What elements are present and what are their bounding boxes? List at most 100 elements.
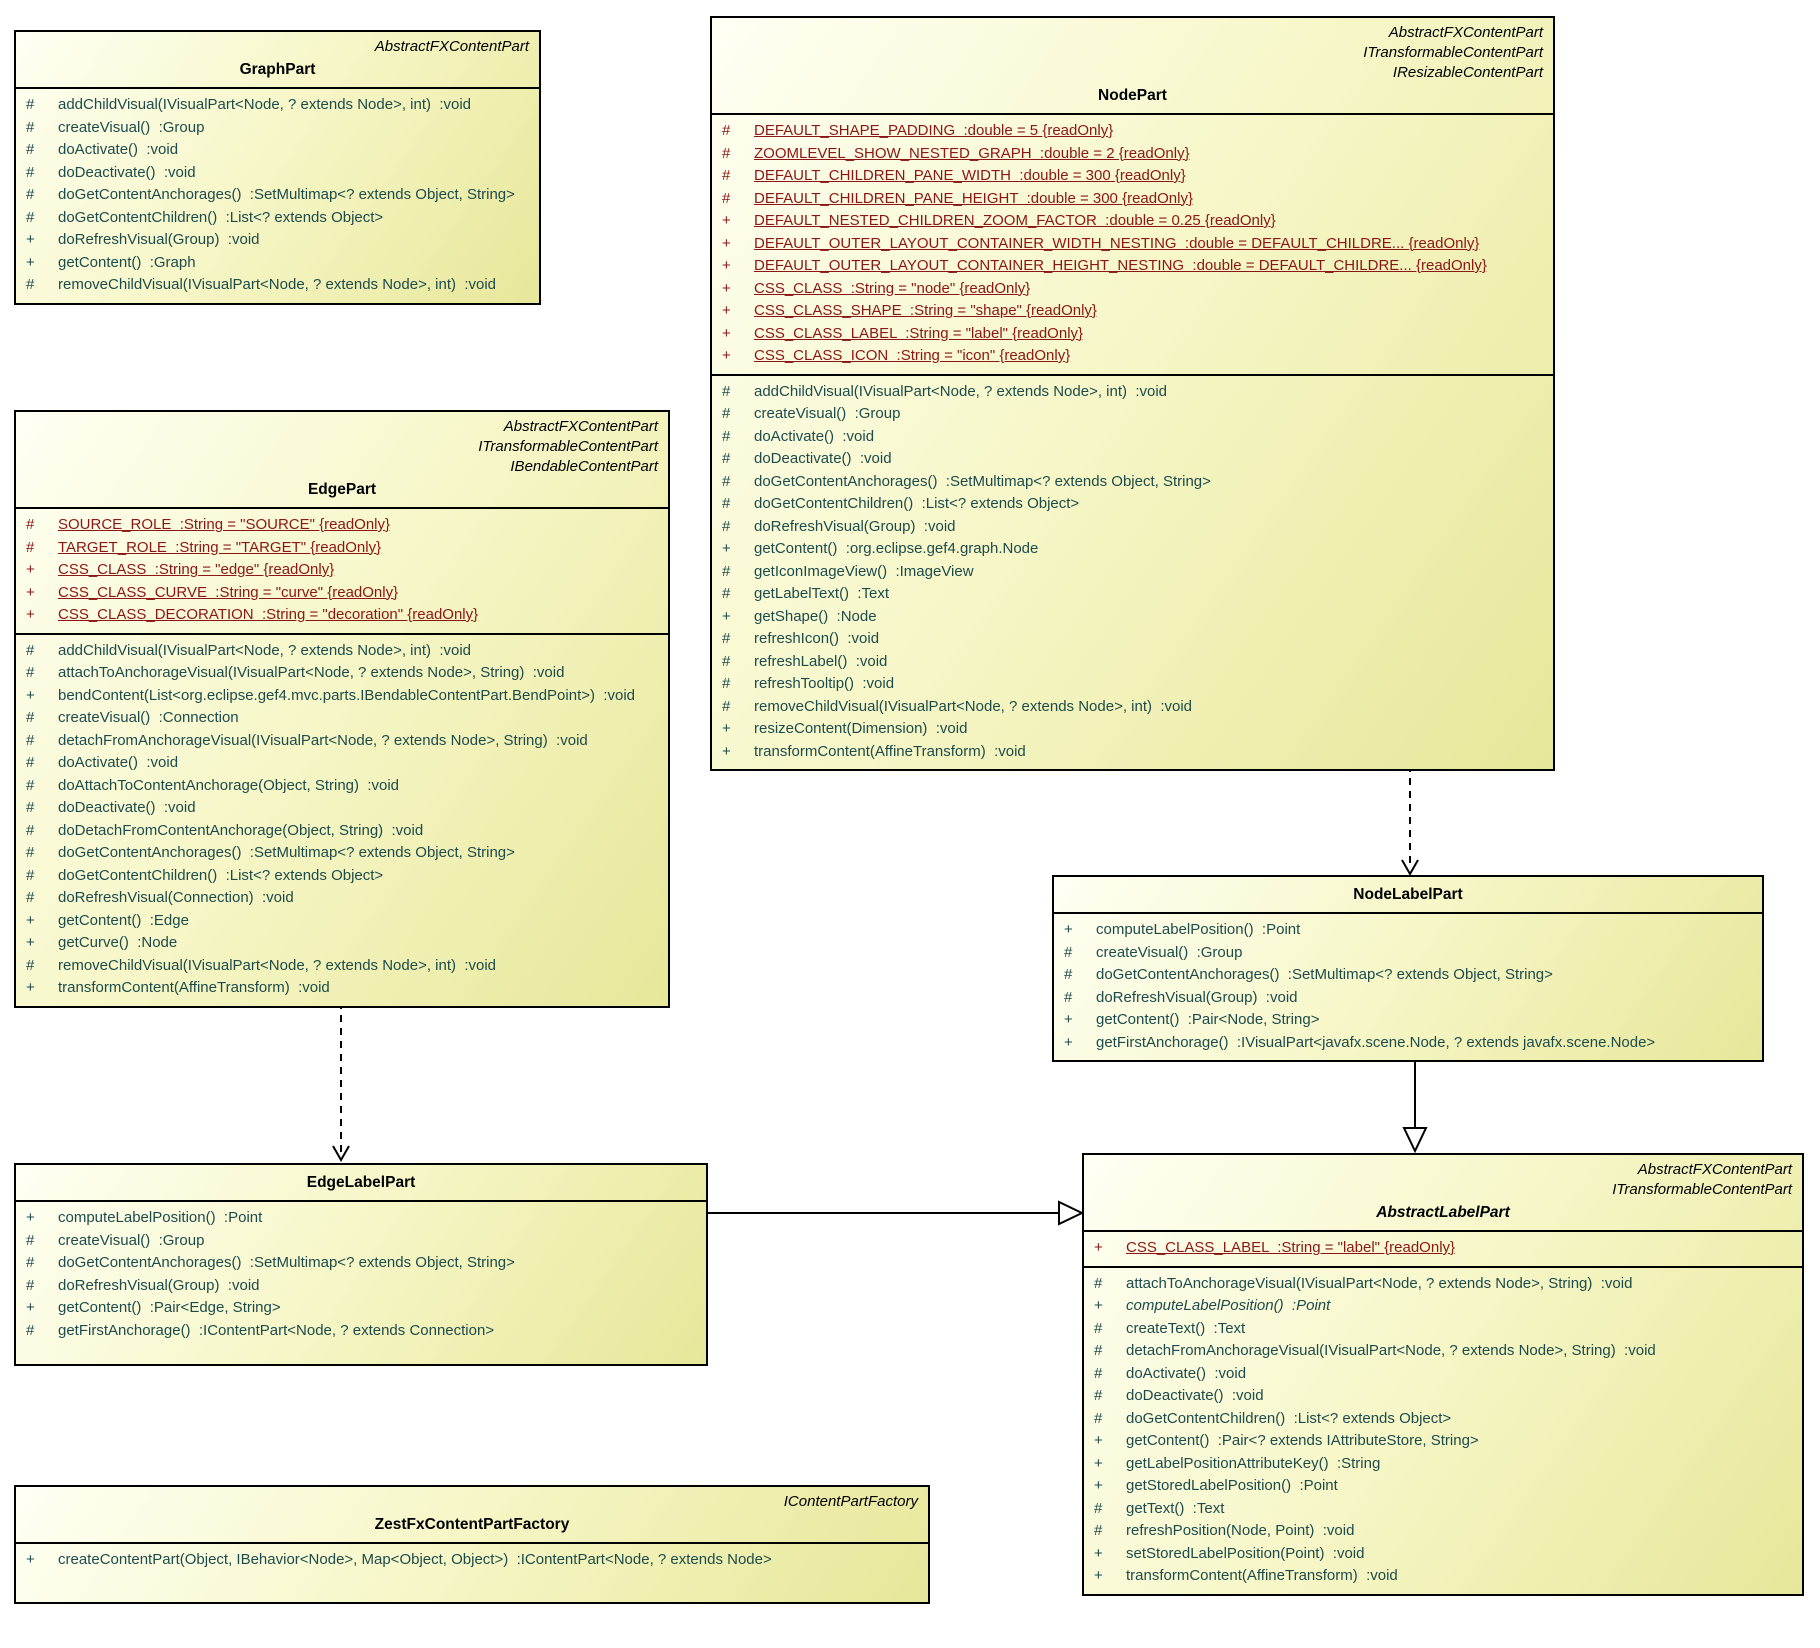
member-row: #doGetContentChildren() :List<? extends …: [712, 493, 1553, 516]
visibility-marker: +: [1094, 1432, 1103, 1449]
methods-section: #addChildVisual(IVisualPart<Node, ? exte…: [712, 373, 1553, 770]
visibility-marker: #: [1094, 1409, 1103, 1427]
member-text: doDeactivate() :void: [58, 799, 196, 816]
visibility-marker: #: [26, 516, 35, 533]
member-row: +CSS_CLASS_CURVE :String = "curve" {read…: [16, 582, 668, 605]
member-row: #removeChildVisual(IVisualPart<Node, ? e…: [16, 274, 539, 297]
member-text: doGetContentChildren() :List<? extends O…: [1126, 1409, 1452, 1427]
visibility-marker: #: [26, 186, 35, 203]
visibility-marker: +: [1094, 1239, 1103, 1256]
visibility-marker: #: [722, 495, 731, 512]
visibility-marker: #: [722, 652, 731, 670]
member-row: #doDeactivate() :void: [712, 448, 1553, 471]
member-row: +getStoredLabelPosition() :Point: [1084, 1475, 1802, 1498]
class-box-edgepart[interactable]: AbstractFXContentPart ITransformableCont…: [14, 410, 670, 1008]
member-row: #ZOOMLEVEL_SHOW_NESTED_GRAPH :double = 2…: [712, 143, 1553, 166]
member-text: attachToAnchorageVisual(IVisualPart<Node…: [1126, 1274, 1633, 1292]
class-title: EdgeLabelPart: [306, 1174, 416, 1191]
member-row: #doActivate() :void: [16, 752, 668, 775]
member-row: +getShape() :Node: [712, 606, 1553, 629]
member-row: #addChildVisual(IVisualPart<Node, ? exte…: [16, 640, 668, 663]
visibility-marker: +: [722, 257, 731, 274]
visibility-marker: #: [1094, 1499, 1103, 1517]
class-header: IContentPartFactory ZestFxContentPartFac…: [16, 1487, 928, 1542]
stereotype-label: IResizableContentPart: [1392, 64, 1543, 81]
visibility-marker: #: [722, 450, 731, 467]
class-box-abstractlabelpart[interactable]: AbstractFXContentPart ITransformableCont…: [1082, 1153, 1804, 1596]
member-text: doDeactivate() :void: [1126, 1387, 1264, 1404]
member-text: CSS_CLASS_SHAPE :String = "shape" {readO…: [754, 302, 1097, 319]
visibility-marker: +: [722, 302, 731, 319]
visibility-marker: #: [26, 96, 35, 113]
visibility-marker: +: [1064, 921, 1073, 938]
visibility-marker: +: [26, 1551, 35, 1568]
member-text: transformContent(AffineTransform) :void: [58, 979, 330, 996]
visibility-marker: #: [26, 709, 35, 726]
visibility-marker: +: [26, 231, 35, 248]
member-text: resizeContent(Dimension) :void: [754, 720, 968, 737]
member-row: +CSS_CLASS :String = "node" {readOnly}: [712, 278, 1553, 301]
member-text: CSS_CLASS :String = "node" {readOnly}: [754, 279, 1031, 297]
visibility-marker: #: [26, 799, 35, 816]
visibility-marker: #: [1094, 1387, 1103, 1404]
class-title: AbstractLabelPart: [1376, 1204, 1510, 1221]
member-text: removeChildVisual(IVisualPart<Node, ? ex…: [754, 697, 1193, 715]
class-box-zestfxcontentpartfactory[interactable]: IContentPartFactory ZestFxContentPartFac…: [14, 1485, 930, 1604]
class-box-edgelabelpart[interactable]: EdgeLabelPart +computeLabelPosition() :P…: [14, 1163, 708, 1366]
visibility-marker: +: [722, 540, 731, 557]
member-text: computeLabelPosition() :Point: [58, 1209, 263, 1226]
visibility-marker: #: [722, 517, 731, 535]
class-title: EdgePart: [307, 481, 377, 498]
member-row: #addChildVisual(IVisualPart<Node, ? exte…: [712, 381, 1553, 404]
class-box-nodepart[interactable]: AbstractFXContentPart ITransformableCont…: [710, 16, 1555, 771]
member-row: +resizeContent(Dimension) :void: [712, 718, 1553, 741]
member-row: #doGetContentAnchorages() :SetMultimap<?…: [712, 471, 1553, 494]
visibility-marker: #: [26, 641, 35, 659]
generalization-arrow-edgelabelpart-to-abstractlabelpart[interactable]: [640, 1199, 1084, 1227]
member-row: #doRefreshVisual(Group) :void: [712, 516, 1553, 539]
visibility-marker: +: [722, 742, 731, 760]
member-row: # doGetContentChildren() :List<? extends …: [1084, 1408, 1802, 1431]
visibility-marker: +: [1094, 1477, 1103, 1494]
member-text: DEFAULT_OUTER_LAYOUT_CONTAINER_WIDTH_NES…: [754, 234, 1480, 252]
member-row: #doActivate() :void: [16, 139, 539, 162]
member-row: #doActivate() :void: [1084, 1363, 1802, 1386]
member-text: doActivate() :void: [58, 754, 179, 771]
visibility-marker: +: [26, 979, 35, 996]
member-row: # doDeactivate() :void: [1084, 1385, 1802, 1408]
visibility-marker: +: [1094, 1297, 1103, 1314]
visibility-marker: #: [26, 163, 35, 181]
member-text: doGetContentAnchorages() :SetMultimap<? …: [754, 472, 1211, 490]
member-row: + transformContent(AffineTransform) :void: [16, 977, 668, 1000]
member-row: #doAttachToContentAnchorage(Object, Stri…: [16, 775, 668, 798]
visibility-marker: #: [722, 189, 731, 207]
class-box-graphpart[interactable]: AbstractFXContentPart GraphPart #addChil…: [14, 30, 541, 305]
member-row: +CSS_CLASS :String = "edge" {readOnly}: [16, 559, 668, 582]
visibility-marker: +: [722, 607, 731, 625]
member-text: transformContent(AffineTransform) :void: [754, 742, 1026, 760]
member-text: doGetContentAnchorages() :SetMultimap<? …: [58, 844, 515, 861]
member-row: #DEFAULT_SHAPE_PADDING :double = 5 {read…: [712, 120, 1553, 143]
member-row: #createVisual() :Group: [712, 403, 1553, 426]
class-box-nodelabelpart[interactable]: NodeLabelPart +computeLabelPosition() :P…: [1052, 875, 1764, 1062]
visibility-marker: +: [1094, 1454, 1103, 1472]
member-row: #getText() :Text: [1084, 1498, 1802, 1521]
member-text: doDeactivate() :void: [58, 163, 196, 181]
member-row: + doRefreshVisual(Group) :void: [16, 229, 539, 252]
member-text: addChildVisual(IVisualPart<Node, ? exten…: [58, 96, 472, 113]
member-row: +getCurve() :Node: [16, 932, 668, 955]
member-text: DEFAULT_CHILDREN_PANE_WIDTH :double = 30…: [754, 167, 1186, 184]
visibility-marker: #: [26, 1231, 35, 1249]
member-row: +DEFAULT_OUTER_LAYOUT_CONTAINER_WIDTH_NE…: [712, 233, 1553, 256]
member-text: CSS_CLASS_ICON :String = "icon" {readOnl…: [754, 347, 1071, 364]
class-header: AbstractFXContentPart ITransformableCont…: [1084, 1155, 1802, 1230]
member-text: doRefreshVisual(Connection) :void: [58, 889, 294, 906]
visibility-marker: #: [26, 776, 35, 794]
member-text: doGetContentChildren() :List<? extends O…: [58, 208, 384, 226]
member-row: #getLabelText() :Text: [712, 583, 1553, 606]
dependency-arrow-edgepart-to-edgelabelpart[interactable]: [329, 950, 353, 1163]
member-text: CSS_CLASS_LABEL :String = "label" {readO…: [1126, 1239, 1456, 1256]
member-text: doActivate() :void: [1126, 1364, 1247, 1382]
member-text: removeChildVisual(IVisualPart<Node, ? ex…: [58, 276, 497, 293]
member-text: doRefreshVisual(Group) :void: [58, 231, 260, 248]
